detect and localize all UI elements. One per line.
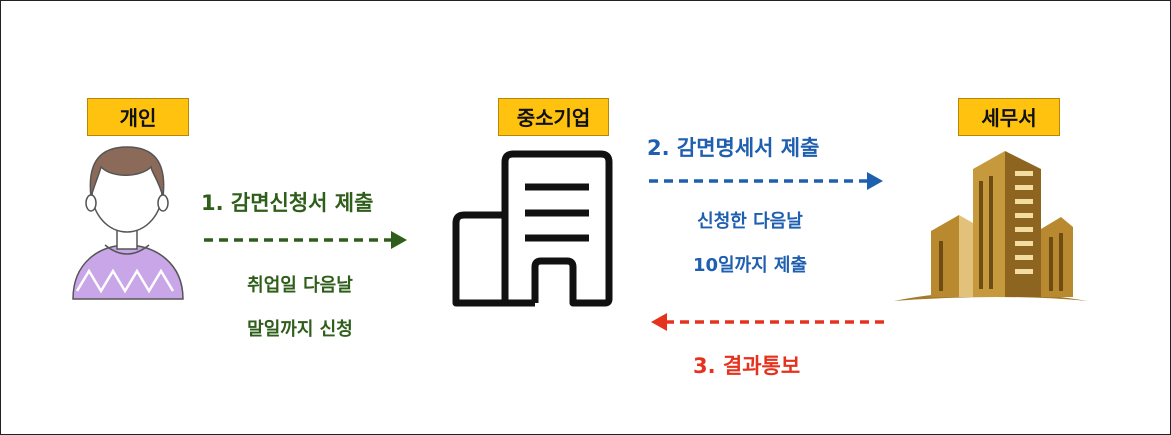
step-1-title: 1. 감면신청서 제출 <box>201 191 374 215</box>
office-building-icon <box>452 150 613 307</box>
arrow-submit <box>649 172 883 190</box>
tax-office-label: 세무서 <box>958 98 1060 136</box>
step-2-title: 2. 감면명세서 제출 <box>647 136 820 160</box>
person-icon <box>72 146 184 300</box>
step-2-note-line-1: 신청한 다음날 <box>697 211 803 232</box>
arrow-apply <box>204 231 407 249</box>
person-label: 개인 <box>87 98 189 136</box>
step-3-title: 3. 결과통보 <box>693 354 801 378</box>
step-1-note-line-2: 말일까지 신청 <box>247 319 353 340</box>
company-label: 중소기업 <box>498 98 609 136</box>
step-1-note-line-1: 취업일 다음날 <box>247 275 353 296</box>
skyscraper-icon <box>894 151 1088 301</box>
arrow-notify <box>651 313 889 331</box>
step-2-note-line-2: 10일까지 제출 <box>692 255 808 276</box>
